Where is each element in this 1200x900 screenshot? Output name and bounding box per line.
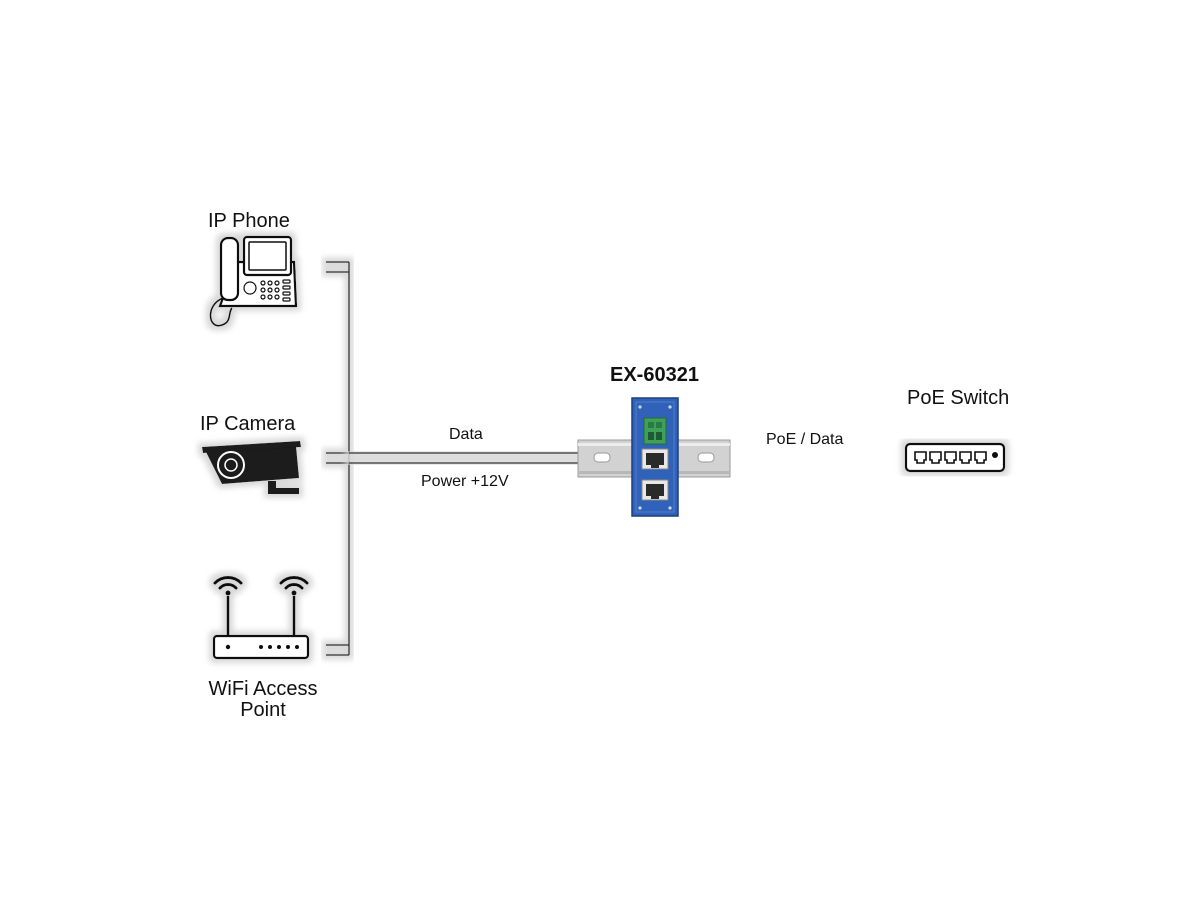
data-link-label: Data <box>449 426 483 443</box>
wifi-label-line-2: Point <box>240 699 286 721</box>
poe-switch-icon <box>904 442 1006 473</box>
data-power-cables <box>349 452 578 464</box>
ip-phone-label: IP Phone <box>208 210 290 232</box>
wifi-router-icon <box>212 576 310 660</box>
poe-module-icon <box>631 397 679 517</box>
ip-camera-icon <box>202 441 301 494</box>
module-model-label: EX-60321 <box>610 364 699 386</box>
wifi-access-point-label: WiFi Access Point <box>206 679 320 721</box>
poe-data-link-label: PoE / Data <box>766 431 844 448</box>
ip-camera-label: IP Camera <box>200 413 296 435</box>
wifi-label-line-1: WiFi Access <box>208 678 318 700</box>
poe-switch-label: PoE Switch <box>907 387 1010 409</box>
power-link-label: Power +12V <box>421 473 509 490</box>
ip-phone-icon <box>209 235 298 327</box>
cable-bus <box>326 261 350 656</box>
